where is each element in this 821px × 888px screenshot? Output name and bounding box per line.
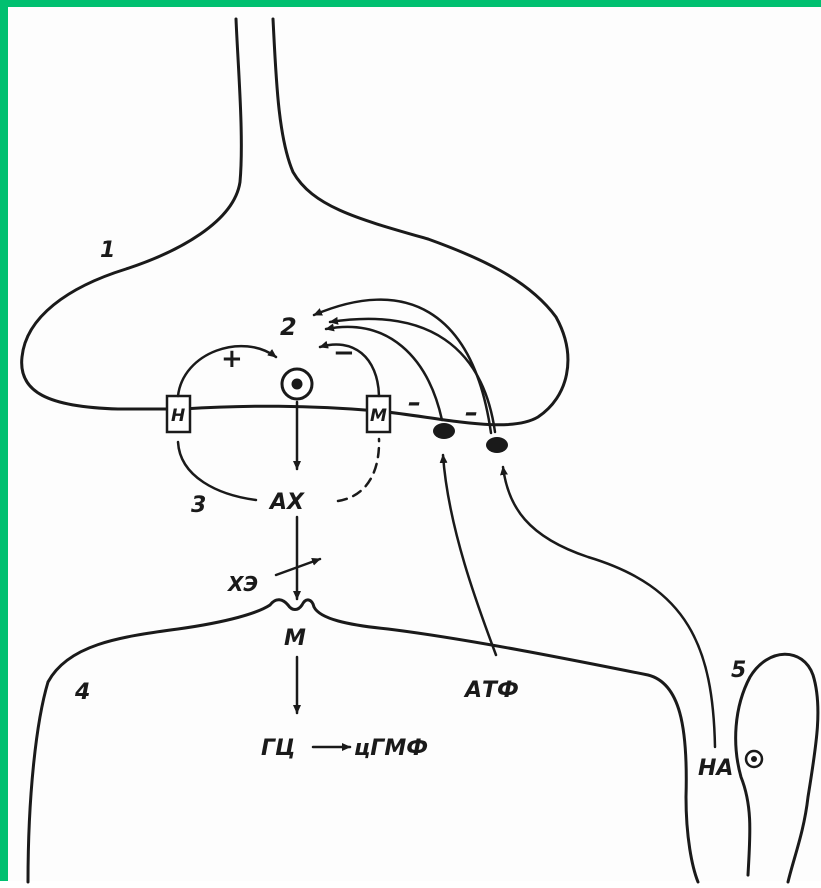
varicosity-vesicle-core <box>751 756 757 762</box>
synapse-diagram: 1 2 3 4 5 + − – – Н М АХ ХЭ М АТФ ГЦ цГМ… <box>8 7 821 888</box>
nicotinic-feedback-loop <box>178 442 256 500</box>
na-receptor-dot <box>486 437 508 453</box>
minus-sign-1: − <box>333 338 355 368</box>
ach-label: АХ <box>268 490 305 515</box>
label-4: 4 <box>74 680 90 705</box>
label-2: 2 <box>280 313 297 341</box>
minus-sign-3: – <box>465 398 478 428</box>
atp-receptor-dot <box>433 423 455 439</box>
vesicle-core <box>292 379 303 390</box>
label-5: 5 <box>731 658 746 683</box>
m-post-label: М <box>284 626 306 651</box>
gc-label: ГЦ <box>261 736 295 761</box>
varicosity-outline <box>736 654 818 882</box>
minus-sign-2: – <box>408 388 421 418</box>
na-label: НА <box>698 756 733 781</box>
label-1: 1 <box>100 238 115 263</box>
atp-label: АТФ <box>463 678 519 703</box>
atp-arrow <box>443 455 496 655</box>
plus-sign: + <box>221 344 243 374</box>
cgmp-label: цГМФ <box>354 736 428 761</box>
na-arrow <box>503 467 715 747</box>
che-label: ХЭ <box>226 572 258 596</box>
presynaptic-terminal-outline <box>22 19 568 425</box>
label-3: 3 <box>191 493 206 518</box>
receptor-m-label: М <box>370 406 387 426</box>
receptor-n-label: Н <box>171 406 185 426</box>
muscarinic-feedback-loop <box>338 439 379 501</box>
